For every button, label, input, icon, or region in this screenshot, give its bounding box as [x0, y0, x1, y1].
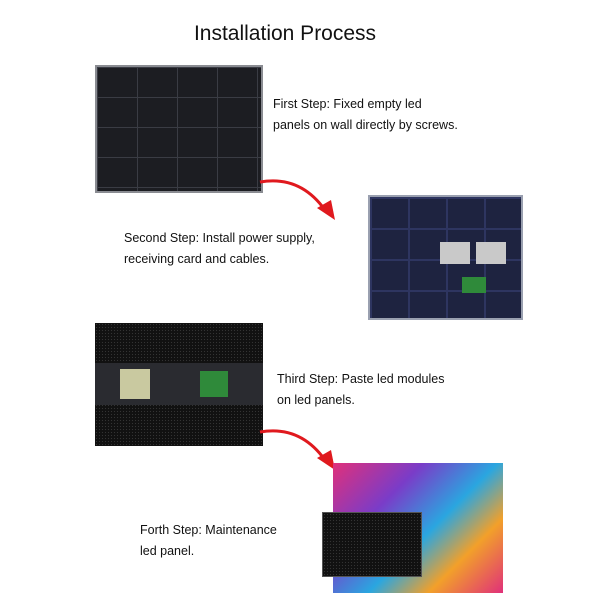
maintenance-module: [322, 512, 422, 577]
receiving-card: [200, 371, 228, 397]
panel-center-strip: [95, 363, 263, 405]
empty-led-panel-image: [95, 65, 263, 193]
power-supply: [476, 242, 506, 264]
receiving-card: [462, 277, 486, 293]
step-2-text: Second Step: Install power supply, recei…: [124, 228, 315, 270]
step-1-line-2: panels on wall directly by screws.: [273, 118, 458, 132]
step-3-line-2: on led panels.: [277, 393, 355, 407]
step-4-text: Forth Step: Maintenance led panel.: [140, 520, 277, 562]
panel-with-power-supply-image: [368, 195, 523, 320]
step-1-line-1: First Step: Fixed empty led: [273, 97, 422, 111]
step-2-line-1: Second Step: Install power supply,: [124, 231, 315, 245]
power-supply: [120, 369, 150, 399]
arrow-step-3-to-4: [259, 429, 335, 470]
step-4-line-1: Forth Step: Maintenance: [140, 523, 277, 537]
power-supply: [440, 242, 470, 264]
led-modules-panel-image: [95, 323, 263, 446]
arrow-step-1-to-2: [259, 179, 335, 220]
step-3-line-1: Third Step: Paste led modules: [277, 372, 445, 386]
page-title: Installation Process: [193, 22, 377, 45]
step-1-text: First Step: Fixed empty led panels on wa…: [273, 94, 458, 136]
step-2-line-2: receiving card and cables.: [124, 252, 270, 266]
step-3-text: Third Step: Paste led modules on led pan…: [277, 369, 444, 411]
step-4-line-2: led panel.: [140, 544, 195, 558]
